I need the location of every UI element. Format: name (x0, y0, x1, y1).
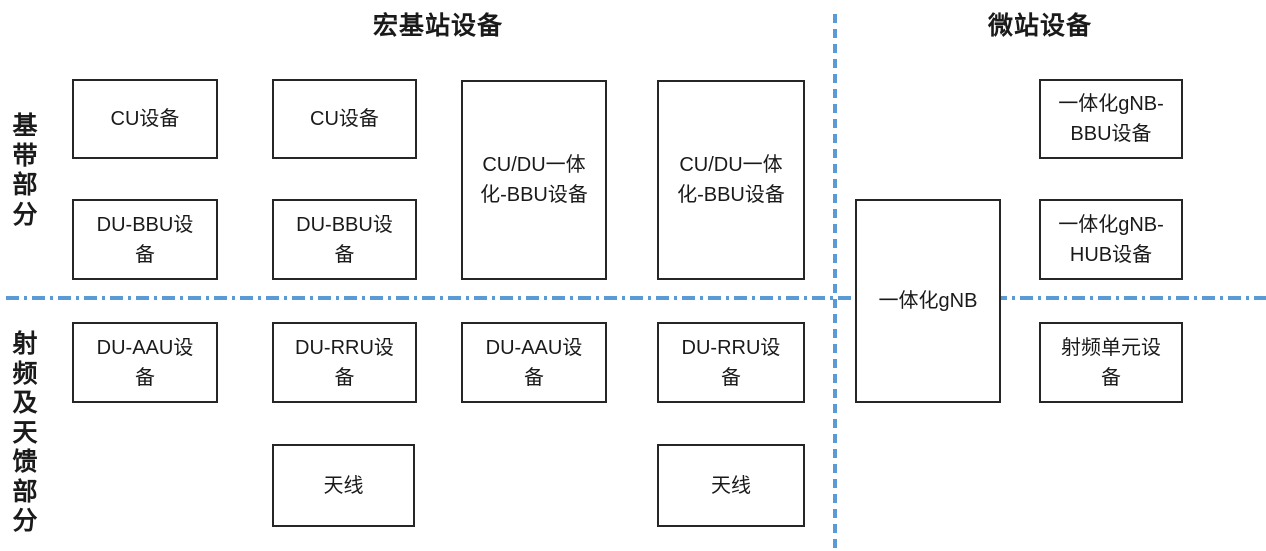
equipment-box-du-rru-2: DU-RRU设 备 (657, 322, 805, 403)
equipment-box-cudu-bbu-2: CU/DU一体 化-BBU设备 (657, 80, 805, 280)
equipment-box-du-aau-1: DU-AAU设 备 (72, 322, 218, 403)
equipment-box-antenna-1: 天线 (272, 444, 415, 527)
equipment-box-du-bbu-2: DU-BBU设 备 (272, 199, 417, 280)
equipment-box-gnb-hub: 一体化gNB- HUB设备 (1039, 199, 1183, 280)
micro-station-header: 微站设备 (987, 12, 1092, 40)
baseband-section-label: 基带部分 (12, 112, 38, 229)
equipment-box-gnb-bbu: 一体化gNB- BBU设备 (1039, 79, 1183, 159)
equipment-box-du-rru-1: DU-RRU设 备 (272, 322, 417, 403)
equipment-box-cudu-bbu-1: CU/DU一体 化-BBU设备 (461, 80, 607, 280)
equipment-box-cu-1: CU设备 (72, 79, 218, 159)
equipment-box-antenna-2: 天线 (657, 444, 805, 527)
equipment-box-rf-unit: 射频单元设 备 (1039, 322, 1183, 403)
macro-station-header: 宏基站设备 (372, 12, 503, 40)
rf-antenna-section-label: 射频及天馈部分 (12, 330, 38, 535)
equipment-box-cu-2: CU设备 (272, 79, 417, 159)
equipment-box-du-aau-2: DU-AAU设 备 (461, 322, 607, 403)
equipment-box-integrated-gnb: 一体化gNB (855, 199, 1001, 403)
equipment-box-du-bbu-1: DU-BBU设 备 (72, 199, 218, 280)
